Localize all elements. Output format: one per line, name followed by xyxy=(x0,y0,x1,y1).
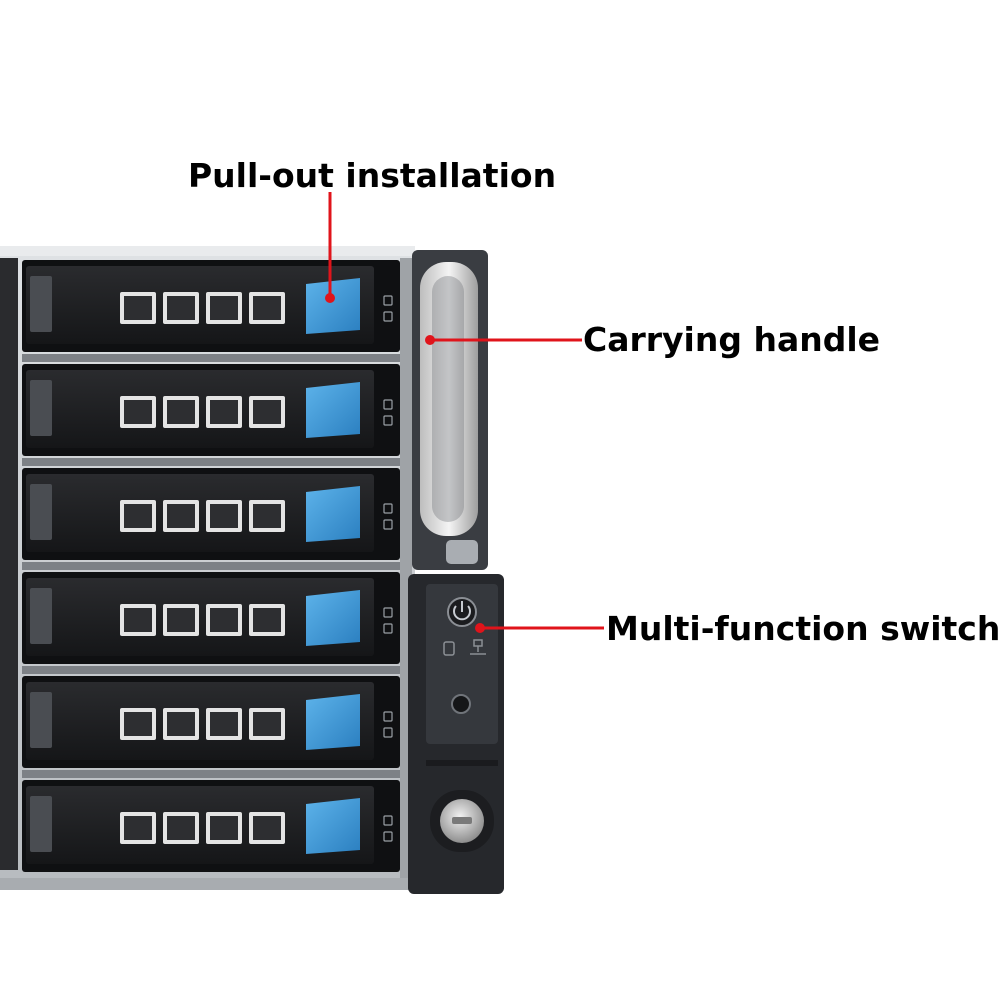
tray-release-lever[interactable] xyxy=(306,694,360,750)
tray-release-lever[interactable] xyxy=(306,590,360,646)
drive-fault-icon xyxy=(383,311,393,322)
drive-status-icon xyxy=(383,503,393,514)
drive-status-icon xyxy=(383,295,393,306)
drive-tray[interactable] xyxy=(22,260,400,352)
drive-tray[interactable] xyxy=(22,676,400,768)
carrying-handle[interactable] xyxy=(412,250,488,570)
drive-tray[interactable] xyxy=(22,572,400,664)
network-icon xyxy=(470,639,486,655)
drive-bays xyxy=(22,260,400,872)
pull-out-installation-label: Pull-out installation xyxy=(188,156,557,195)
carrying-handle-label: Carrying handle xyxy=(583,320,881,359)
lock-key-icon[interactable] xyxy=(430,790,494,852)
multi-function-switch-label: Multi-function switch xyxy=(606,609,1000,648)
drive-status-icon xyxy=(383,607,393,618)
drive-fault-icon xyxy=(383,727,393,738)
tray-release-lever[interactable] xyxy=(306,278,360,334)
drive-status-icon xyxy=(383,815,393,826)
drive-tray[interactable] xyxy=(22,468,400,560)
control-panel xyxy=(408,574,504,894)
drive-status-icon xyxy=(383,399,393,410)
callout-multi-function-switch xyxy=(475,623,604,633)
drive-tray[interactable] xyxy=(22,780,400,872)
tray-release-lever[interactable] xyxy=(306,798,360,854)
drive-fault-icon xyxy=(383,415,393,426)
drive-fault-icon xyxy=(383,519,393,530)
tray-release-lever[interactable] xyxy=(306,382,360,438)
power-icon[interactable] xyxy=(447,597,477,627)
drive-status-icon xyxy=(383,711,393,722)
tray-release-lever[interactable] xyxy=(306,486,360,542)
drive-fault-icon xyxy=(383,831,393,842)
drive-fault-icon xyxy=(383,623,393,634)
hdd-activity-icon xyxy=(443,641,455,656)
id-button-icon[interactable] xyxy=(451,694,471,714)
callout-carrying-handle xyxy=(425,335,582,345)
drive-tray[interactable] xyxy=(22,364,400,456)
callout-pull-out xyxy=(325,192,335,303)
